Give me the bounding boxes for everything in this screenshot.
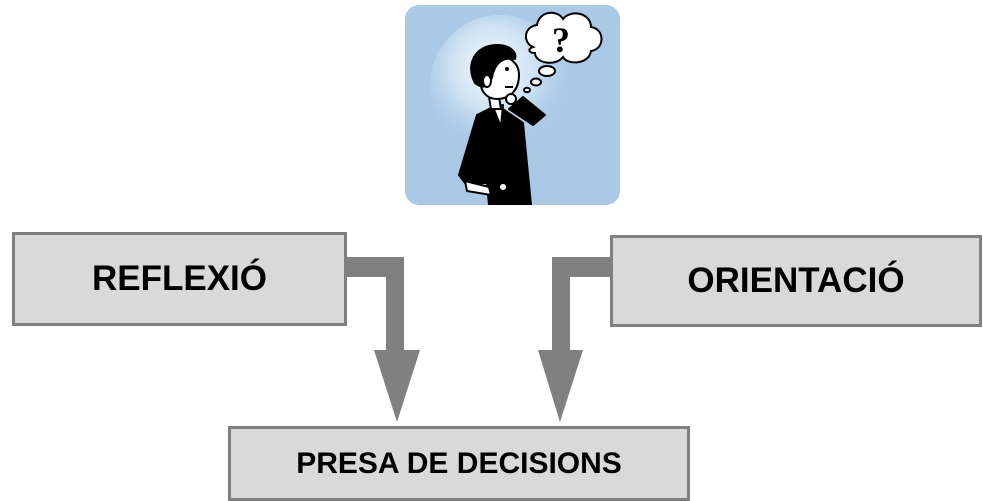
thinking-person-icon: ? — [405, 5, 620, 205]
node-reflexio-label: REFLEXIÓ — [91, 259, 268, 298]
arrow-reflexio-to-presa — [347, 257, 420, 422]
node-orientacio: ORIENTACIÓ — [610, 235, 982, 327]
arrow-orientacio-to-presa — [538, 257, 610, 422]
node-orientacio-label: ORIENTACIÓ — [687, 261, 905, 300]
node-reflexio: REFLEXIÓ — [12, 232, 347, 326]
svg-text:?: ? — [552, 20, 570, 60]
node-presa-de-decisions-label: PRESA DE DECISIONS — [296, 446, 622, 480]
node-presa-de-decisions: PRESA DE DECISIONS — [228, 426, 690, 501]
